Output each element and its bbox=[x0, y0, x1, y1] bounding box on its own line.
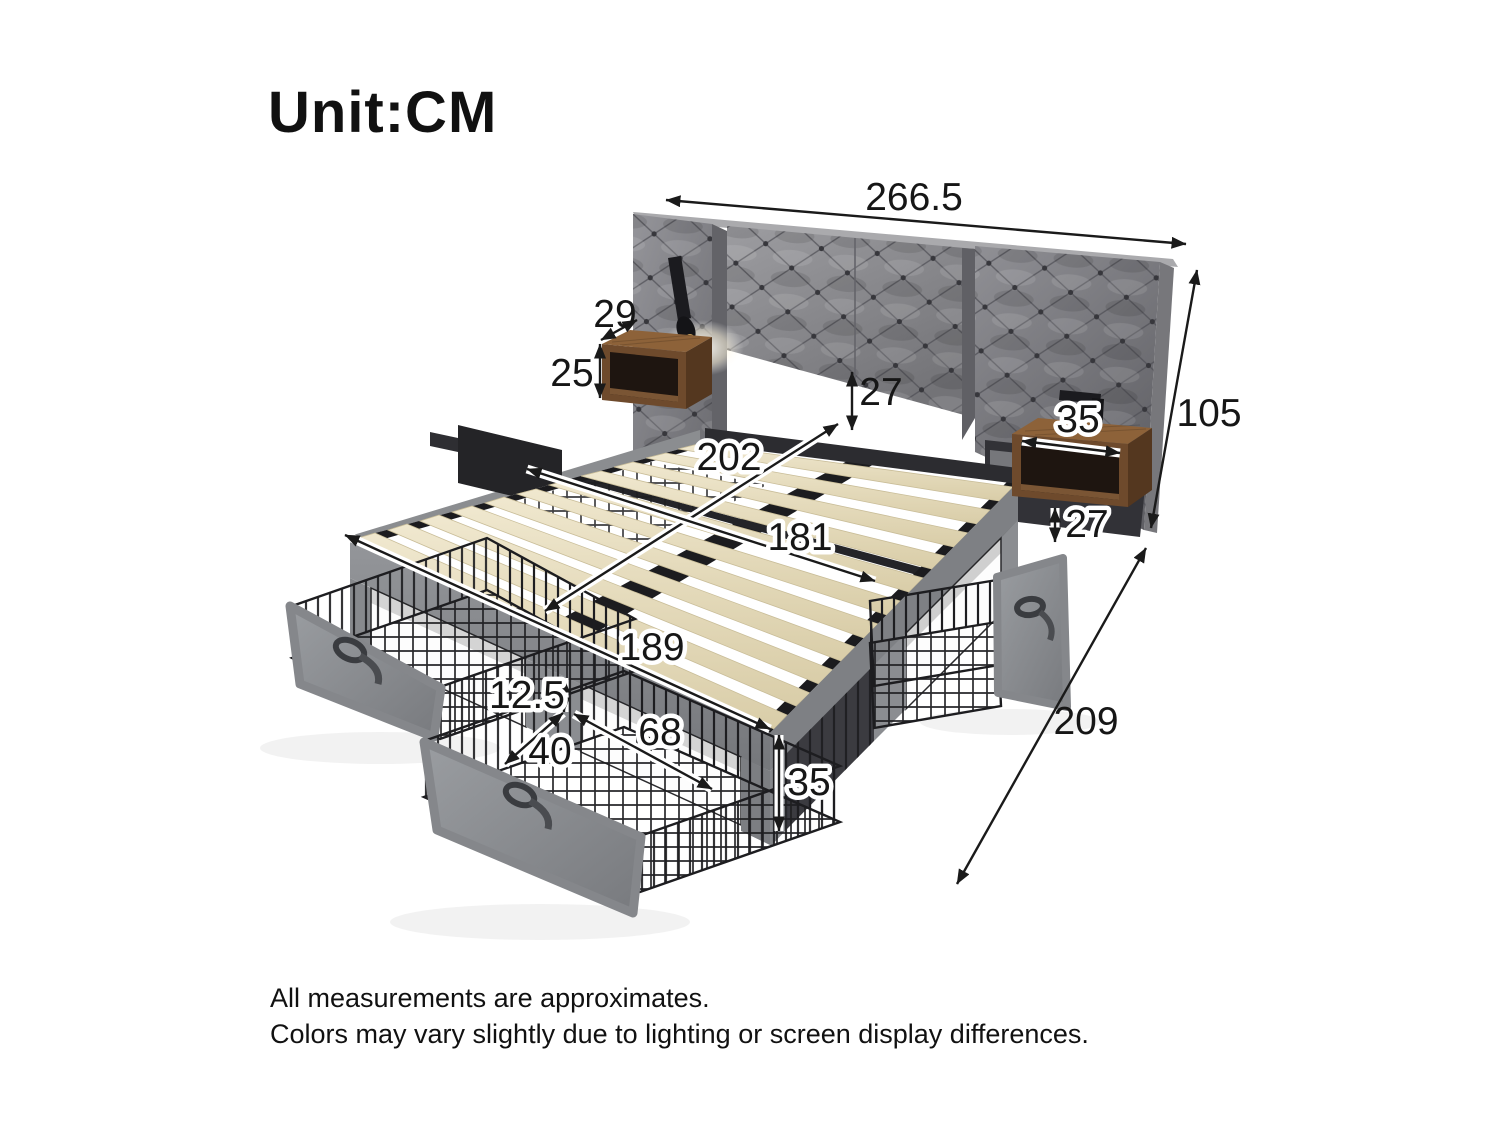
nightstand-right-side bbox=[1128, 428, 1152, 507]
nightstand-left-opening bbox=[610, 352, 678, 402]
footer-note-line2: Colors may vary slightly due to lighting… bbox=[270, 1019, 1089, 1049]
dim-headboard-height: 105 bbox=[1176, 392, 1241, 435]
dim-slat-length: 202 bbox=[696, 436, 761, 479]
dim-base-height: 35 bbox=[787, 761, 830, 804]
right-wing-return bbox=[962, 248, 975, 440]
dim-line-drawer-depth bbox=[573, 712, 713, 791]
dim-left-shelf-height: 25 bbox=[550, 352, 593, 395]
dim-outer-width: 189 bbox=[619, 626, 684, 669]
dim-drawer-width: 40 bbox=[528, 730, 571, 773]
nightstand-left bbox=[602, 330, 712, 409]
dim-right-shelf-gap: 27 bbox=[1065, 503, 1108, 546]
dim-drawer-basket-height: 12.5 bbox=[489, 674, 565, 717]
drawer-handle-2 bbox=[502, 781, 553, 830]
shadow-drawer2 bbox=[390, 904, 690, 940]
drawer-front-3 bbox=[993, 554, 1071, 711]
unit-label: Unit:CM bbox=[268, 80, 497, 145]
dim-headboard-width: 266.5 bbox=[865, 176, 963, 219]
dim-bed-length: 209 bbox=[1053, 700, 1118, 743]
dim-headboard-clearance: 27 bbox=[859, 371, 902, 414]
dim-line-drawer-width bbox=[504, 712, 564, 765]
dim-left-shelf-depth: 29 bbox=[593, 293, 636, 336]
nightstand-left-side bbox=[686, 337, 712, 409]
dimension-lines bbox=[343, 195, 1201, 885]
dim-drawer-depth: 68 bbox=[638, 711, 681, 754]
dim-right-shelf-width: 35 bbox=[1056, 398, 1099, 441]
dim-line-181 bbox=[526, 467, 876, 583]
drawer-front-2 bbox=[419, 737, 646, 918]
dim-line-right-shelf-width bbox=[1021, 436, 1121, 458]
dim-line-189 bbox=[344, 533, 771, 731]
dim-inner-width: 181 bbox=[767, 516, 832, 559]
dim-line-105 bbox=[1147, 269, 1201, 529]
dim-line-266 bbox=[665, 195, 1187, 249]
dim-line-209 bbox=[955, 547, 1148, 885]
dim-line-29 bbox=[600, 318, 638, 342]
footer-note-line1: All measurements are approximates. bbox=[270, 983, 710, 1013]
